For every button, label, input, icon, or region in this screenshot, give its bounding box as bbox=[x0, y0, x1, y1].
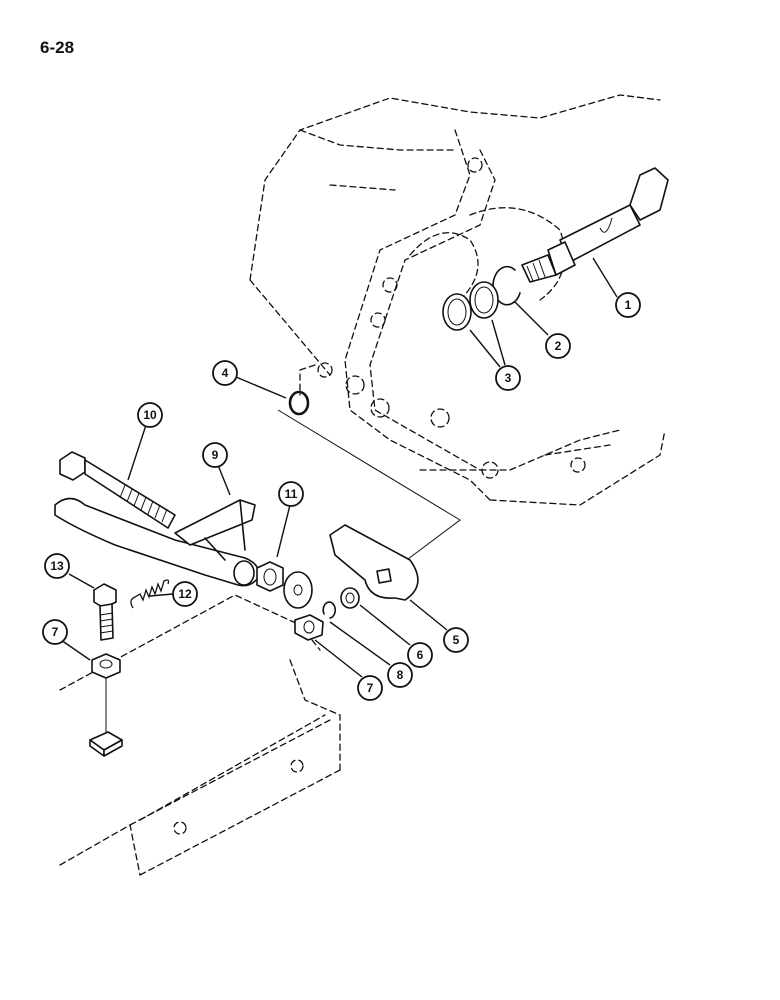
nut-left bbox=[91, 653, 121, 679]
callout-2: 2 bbox=[545, 333, 571, 359]
nut-right bbox=[294, 614, 324, 641]
callout-12: 12 bbox=[172, 581, 198, 607]
tractor-frame bbox=[59, 594, 341, 876]
svg-text:11: 11 bbox=[285, 487, 298, 501]
svg-text:8: 8 bbox=[397, 668, 404, 682]
spring bbox=[130, 579, 170, 609]
pedal bbox=[54, 497, 260, 587]
svg-text:7: 7 bbox=[52, 625, 59, 639]
square-plate bbox=[89, 731, 123, 757]
svg-text:7: 7 bbox=[367, 681, 374, 695]
callout-13: 13 bbox=[44, 553, 70, 579]
svg-text:4: 4 bbox=[222, 366, 229, 380]
callout-3: 3 bbox=[495, 365, 521, 391]
nut-eleven bbox=[256, 561, 284, 592]
svg-text:12: 12 bbox=[178, 587, 192, 601]
page-number: 6-28 bbox=[40, 38, 75, 57]
svg-text:9: 9 bbox=[212, 448, 219, 462]
o-ring bbox=[288, 390, 310, 416]
washers bbox=[442, 281, 499, 331]
transmission-housing bbox=[249, 94, 666, 506]
callout-8: 8 bbox=[387, 662, 413, 688]
svg-text:3: 3 bbox=[505, 371, 512, 385]
svg-text:5: 5 bbox=[453, 633, 460, 647]
callout-11: 11 bbox=[278, 481, 304, 507]
leader-lines bbox=[60, 257, 618, 678]
lock-washer bbox=[322, 601, 337, 619]
callout-7-right: 7 bbox=[357, 675, 383, 701]
callout-6: 6 bbox=[407, 642, 433, 668]
callout-9: 9 bbox=[202, 442, 228, 468]
flat-washer bbox=[340, 587, 360, 609]
lever-arm bbox=[329, 524, 419, 601]
svg-text:1: 1 bbox=[625, 298, 632, 312]
callout-7-left: 7 bbox=[42, 619, 68, 645]
short-bolt bbox=[93, 583, 117, 641]
callout-10: 10 bbox=[137, 402, 163, 428]
spacer-washer bbox=[283, 571, 313, 609]
callout-4: 4 bbox=[212, 360, 238, 386]
callout-5: 5 bbox=[443, 627, 469, 653]
alignment-line bbox=[277, 409, 461, 566]
svg-text:13: 13 bbox=[50, 559, 64, 573]
svg-text:6: 6 bbox=[417, 648, 424, 662]
svg-text:10: 10 bbox=[143, 408, 157, 422]
long-bolt bbox=[59, 451, 176, 529]
callout-1: 1 bbox=[615, 292, 641, 318]
shaft-with-lever bbox=[521, 167, 669, 283]
svg-text:2: 2 bbox=[555, 339, 562, 353]
